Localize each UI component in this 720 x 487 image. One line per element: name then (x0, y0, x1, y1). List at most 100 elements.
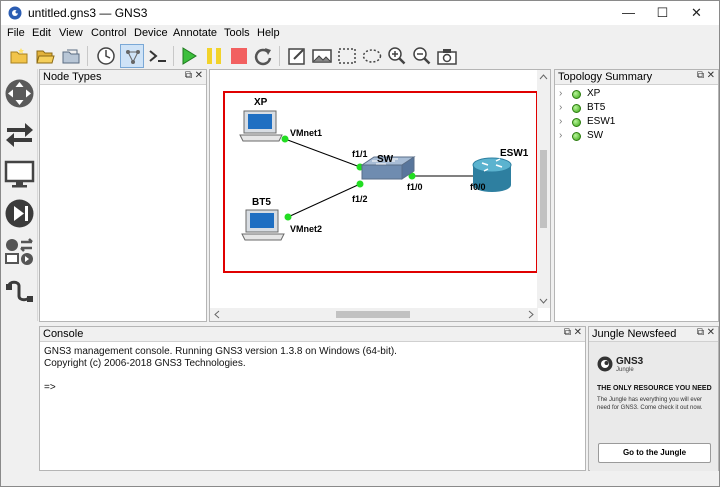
jungle-newsfeed-panel: Jungle Newsfeed ⧉ ✕ GNS3 Jungle THE ONLY… (588, 326, 719, 476)
newsfeed-headline: THE ONLY RESOURCE YOU NEED (597, 385, 712, 392)
port-label-f10: f1/0 (407, 182, 423, 192)
newsfeed-brand-sub: Jungle (616, 367, 634, 373)
open-folder-icon[interactable] (33, 44, 57, 68)
close-dock-icon[interactable]: ✕ (706, 70, 715, 81)
bt5-computer-icon (241, 209, 285, 241)
menu-edit[interactable]: Edit (32, 27, 51, 39)
start-all-icon[interactable] (177, 44, 201, 68)
menu-device[interactable]: Device (134, 27, 168, 39)
chevron-right-icon[interactable]: › (559, 130, 563, 141)
clock-icon[interactable] (94, 44, 118, 68)
maximize-button[interactable]: ☐ (656, 5, 669, 20)
console-title: Console (43, 328, 84, 340)
port-status-dot (281, 135, 289, 143)
screenshot-icon[interactable] (435, 44, 459, 68)
browse-routers-icon[interactable] (3, 77, 36, 110)
suspend-all-icon[interactable] (202, 44, 226, 68)
window-title: untitled.gns3 — GNS3 (28, 6, 148, 20)
console-all-icon[interactable] (146, 44, 170, 68)
menu-tools[interactable]: Tools (224, 27, 250, 39)
newsfeed-brand: GNS3 (616, 356, 644, 367)
float-dock-icon[interactable]: ⧉ (184, 70, 192, 81)
sw-switch-icon (360, 156, 416, 180)
node-label-bt5: BT5 (252, 197, 271, 208)
show-interfaces-icon[interactable] (120, 44, 144, 68)
xp-computer-icon (239, 110, 283, 142)
close-button[interactable]: ✕ (691, 5, 702, 20)
console-line: GNS3 management console. Running GNS3 ve… (44, 346, 397, 357)
node-types-panel: Node Types ⧉ ✕ (39, 69, 207, 322)
console-output[interactable]: GNS3 management console. Running GNS3 ve… (44, 346, 397, 394)
node-label-sw: SW (377, 154, 394, 165)
status-bar (1, 471, 719, 486)
reload-all-icon[interactable] (251, 44, 275, 68)
browse-end-devices-icon[interactable] (3, 158, 36, 191)
node-label-xp: XP (254, 97, 268, 108)
port-status-dot (408, 172, 416, 180)
topology-drawing: XP BT5 SW ESW1 VMnet1 VMnet2 f1/1 f1/2 f… (223, 91, 538, 273)
vertical-scroll-thumb[interactable] (540, 150, 547, 228)
node-types-header: Node Types ⧉ ✕ (40, 70, 206, 85)
gns3-jungle-logo-icon (597, 356, 613, 372)
float-dock-icon[interactable]: ⧉ (696, 327, 704, 338)
canvas-horizontal-scrollbar[interactable] (210, 308, 538, 321)
insert-image-icon[interactable] (310, 44, 334, 68)
topology-item-label: SW (587, 130, 604, 141)
new-project-icon[interactable] (7, 44, 31, 68)
newsfeed-header: Jungle Newsfeed ⧉ ✕ (589, 327, 718, 342)
menu-view[interactable]: View (59, 27, 83, 39)
console-panel: Console ⧉ ✕ GNS3 management console. Run… (39, 326, 586, 471)
snapshot-icon[interactable] (59, 44, 83, 68)
newsfeed-title: Jungle Newsfeed (592, 328, 677, 340)
chevron-right-icon[interactable]: › (559, 88, 563, 99)
console-line: Copyright (c) 2006-2018 GNS3 Technologie… (44, 358, 246, 369)
device-toolbar (1, 69, 38, 321)
menu-file[interactable]: File (7, 27, 25, 39)
topology-summary-header: Topology Summary ⧉ ✕ (555, 70, 718, 85)
close-dock-icon[interactable]: ✕ (194, 70, 203, 81)
node-types-title: Node Types (43, 71, 102, 83)
chevron-right-icon[interactable]: › (559, 102, 563, 113)
draw-ellipse-icon[interactable] (360, 44, 384, 68)
running-status-icon (572, 90, 581, 99)
gns3-app-icon (8, 6, 22, 20)
port-status-dot (284, 213, 292, 221)
menu-bar: File Edit View Control Device Annotate T… (1, 25, 719, 43)
float-dock-icon[interactable]: ⧉ (563, 327, 571, 338)
zoom-out-icon[interactable] (410, 44, 434, 68)
add-note-icon[interactable] (285, 44, 309, 68)
close-dock-icon[interactable]: ✕ (706, 327, 715, 338)
canvas-vertical-scrollbar[interactable] (537, 70, 550, 308)
browse-security-icon[interactable] (3, 197, 36, 230)
link-xp-sw (284, 138, 361, 168)
running-status-icon (572, 118, 581, 127)
topology-canvas[interactable]: XP BT5 SW ESW1 VMnet1 VMnet2 f1/1 f1/2 f… (209, 69, 551, 322)
menu-control[interactable]: Control (91, 27, 127, 39)
port-status-dot (356, 180, 364, 188)
node-label-esw1: ESW1 (500, 148, 529, 159)
port-label-f12: f1/2 (352, 194, 368, 204)
browse-all-devices-icon[interactable] (3, 236, 36, 269)
add-link-icon[interactable] (3, 276, 36, 309)
port-label-f00: f0/0 (470, 182, 486, 192)
topology-item-label: BT5 (587, 102, 606, 113)
draw-rectangle-icon[interactable] (335, 44, 359, 68)
topology-item-label: XP (587, 88, 601, 99)
horizontal-scroll-thumb[interactable] (336, 311, 410, 318)
minimize-button[interactable]: — (622, 5, 635, 20)
stop-all-icon[interactable] (227, 44, 251, 68)
float-dock-icon[interactable]: ⧉ (696, 70, 704, 81)
go-to-jungle-button[interactable]: Go to the Jungle (598, 443, 711, 463)
zoom-in-icon[interactable] (385, 44, 409, 68)
chevron-right-icon[interactable]: › (559, 116, 563, 127)
port-label-vmnet1: VMnet1 (290, 128, 322, 138)
close-dock-icon[interactable]: ✕ (573, 327, 582, 338)
port-label-f11: f1/1 (352, 149, 368, 159)
menu-annotate[interactable]: Annotate (173, 27, 218, 39)
running-status-icon (572, 104, 581, 113)
newsfeed-body-text: The Jungle has everything you will ever … (597, 397, 703, 411)
menu-help[interactable]: Help (257, 27, 280, 39)
browse-switches-icon[interactable] (3, 117, 36, 150)
port-label-vmnet2: VMnet2 (290, 224, 322, 234)
